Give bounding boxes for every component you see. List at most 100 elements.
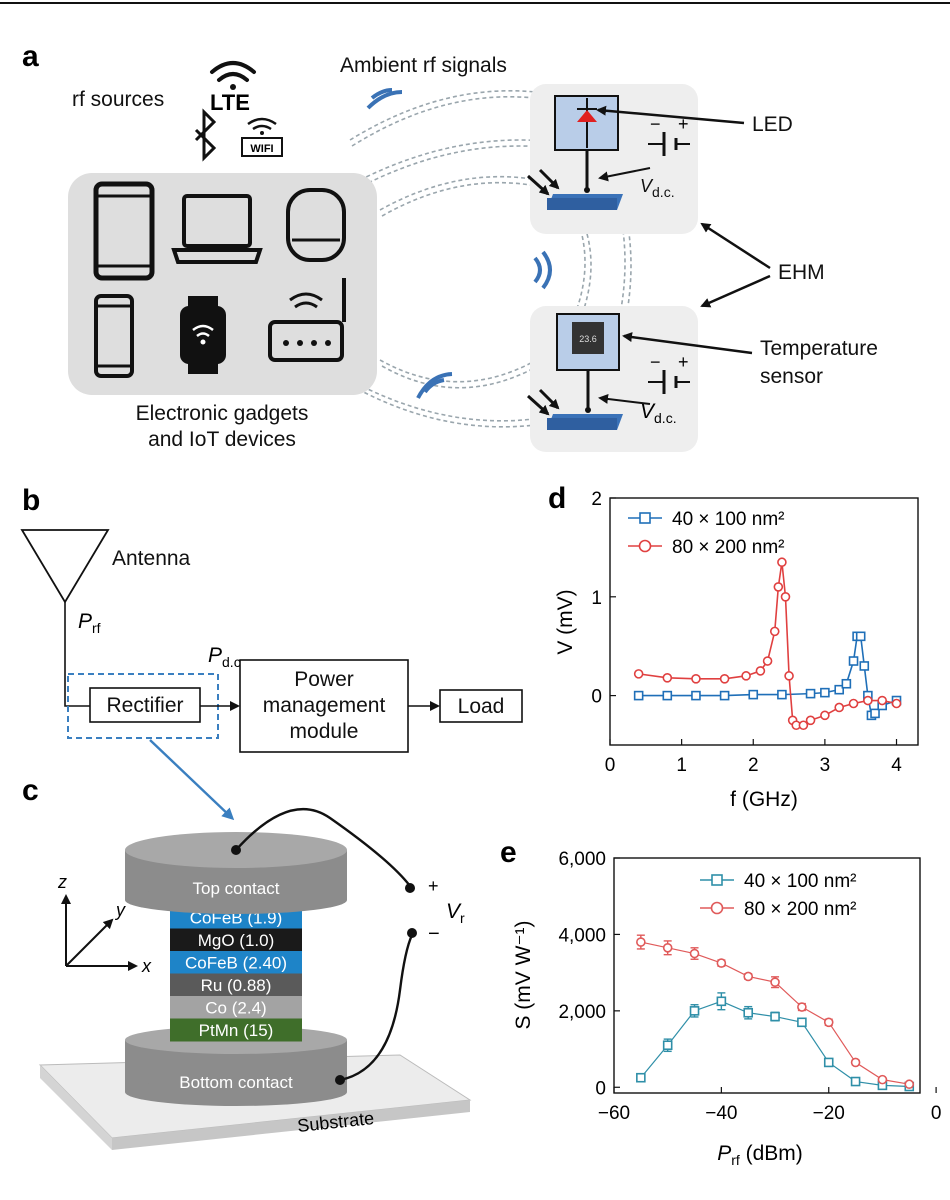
bluetooth-icon — [194, 108, 217, 162]
layer-stack: CoFeB (1.9)MgO (1.0)CoFeB (2.40)Ru (0.88… — [170, 906, 302, 1042]
led-callout-arrow — [596, 105, 745, 125]
data-point — [784, 671, 794, 681]
data-point — [662, 690, 673, 701]
layer-label-2: CoFeB (2.40) — [185, 954, 287, 973]
axis-y-label: y — [114, 900, 126, 920]
legend-marker-0 — [711, 874, 723, 886]
data-point — [848, 698, 859, 709]
y-tick-label: 2,000 — [558, 1002, 606, 1023]
data-point — [662, 673, 673, 683]
data-point — [780, 591, 791, 602]
load-box — [439, 689, 523, 723]
data-point — [850, 1076, 861, 1087]
data-point — [748, 689, 759, 700]
x-tick-label: −60 — [598, 1103, 630, 1124]
data-point — [859, 661, 870, 671]
ehm-module-temperature: 23.6 — [526, 306, 698, 452]
gadgets-label-2: and IoT devices — [148, 428, 296, 451]
plot-frame — [613, 857, 921, 1094]
axis-x-label: x — [141, 956, 152, 976]
data-point — [636, 937, 646, 947]
data-point — [691, 690, 701, 701]
battery-plus-1: + — [678, 114, 689, 134]
ehm-arrow-2 — [700, 274, 771, 308]
data-point — [719, 690, 730, 701]
zoom-arrow — [149, 739, 235, 821]
rectifier-box — [89, 687, 201, 723]
smartwatch-icon — [180, 296, 226, 374]
data-point — [633, 690, 644, 701]
panel-label-c: c — [22, 774, 39, 807]
data-point — [820, 710, 830, 721]
data-point — [719, 674, 730, 684]
layer-4 — [170, 996, 302, 1019]
data-point — [743, 1007, 754, 1018]
panel-label-b: b — [22, 484, 40, 517]
data-point — [633, 669, 644, 679]
battery-plus-2: + — [678, 352, 689, 372]
data-point — [820, 687, 830, 698]
x-tick-label: 0 — [931, 1103, 942, 1124]
temperature-sensor-icon — [572, 322, 604, 354]
layer-label-3: Ru (0.88) — [201, 976, 272, 995]
wifi-badge-text: WIFI — [250, 143, 273, 155]
data-point — [716, 996, 727, 1007]
data-point — [691, 674, 701, 684]
ehm-module-led — [526, 84, 698, 234]
data-point — [805, 715, 816, 726]
layer-label-4: Co (2.4) — [205, 999, 266, 1018]
data-point — [741, 671, 751, 681]
legend-marker-1 — [638, 539, 652, 553]
x-axis-label: f (GHz) — [730, 788, 798, 811]
prf-label: Prf — [78, 610, 101, 636]
data-point — [841, 678, 852, 689]
layer-label-1: MgO (1.0) — [198, 931, 275, 950]
vdc-arrow-2 — [598, 393, 651, 405]
data-point — [777, 557, 787, 568]
legend-marker-0 — [639, 512, 651, 524]
vdc-label-2: Vd.c. — [640, 400, 677, 426]
data-point — [755, 666, 766, 676]
pdc-label: Pd.c. — [208, 644, 245, 670]
data-point — [689, 948, 700, 959]
battery-minus-1: − — [650, 114, 661, 134]
xyz-axes-icon — [61, 894, 138, 971]
data-point — [877, 695, 887, 706]
wifi-badge-icon: WIFI — [241, 117, 283, 157]
x-tick-label: −20 — [813, 1103, 845, 1124]
legend-label-1: 80 × 200 nm² — [672, 537, 785, 558]
lte-wifi-icon — [210, 61, 256, 90]
data-point — [762, 656, 773, 666]
y-tick-label: 0 — [591, 687, 602, 708]
vr-label: Vr — [446, 900, 465, 926]
bottom-wire — [339, 934, 414, 1082]
layer-2 — [170, 951, 302, 974]
data-point — [797, 1002, 807, 1012]
temperature-callout-arrow — [622, 332, 753, 355]
pm-label-2: management — [263, 694, 386, 717]
data-point — [850, 1057, 861, 1068]
x-tick-label: 0 — [605, 755, 616, 776]
data-point — [904, 1079, 915, 1090]
data-point — [848, 656, 859, 666]
antenna-icon — [20, 529, 110, 604]
data-point — [891, 698, 902, 709]
data-point — [834, 702, 845, 713]
x-tick-label: 4 — [891, 755, 902, 776]
load-label: Load — [458, 695, 505, 718]
led-label: LED — [752, 113, 793, 136]
data-point — [823, 1017, 834, 1028]
vdc-label-1: Vd.c. — [640, 176, 675, 200]
data-point — [662, 942, 673, 953]
x-tick-label: 1 — [676, 755, 687, 776]
bottom-contact-label: Bottom contact — [179, 1073, 293, 1092]
panel-a: a rf sources Ambient rf signals LTE WIFI — [22, 40, 878, 452]
axis-z-label: z — [57, 872, 67, 892]
vr-minus: − — [428, 923, 440, 945]
led-icon — [577, 110, 597, 122]
gadgets-label-1: Electronic gadgets — [136, 402, 309, 425]
plot-frame — [609, 497, 919, 746]
